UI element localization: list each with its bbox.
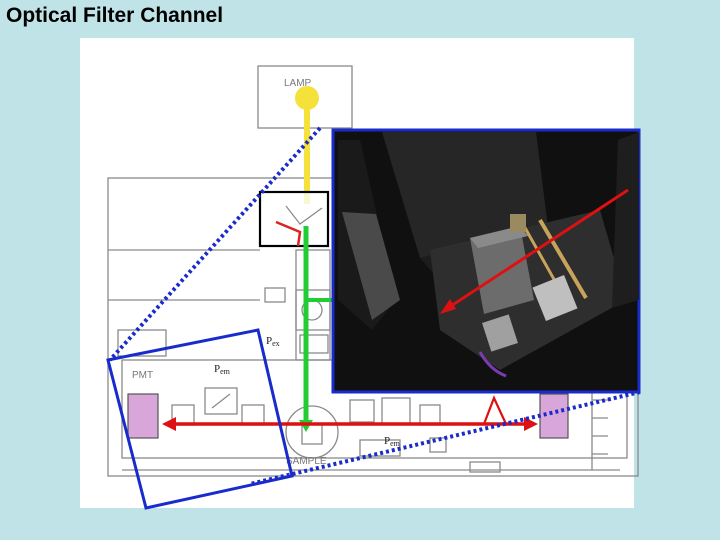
pmt-detector-left [127,393,159,439]
sample-chamber [285,405,339,459]
p-ex-label: Pex [266,335,280,348]
excitation-arrowhead [299,420,313,432]
sample-label: SAMPLE [286,456,327,467]
connector-bottom-right [249,390,641,486]
pmt-label: PMT [132,370,153,381]
filter-compartment-photo [331,128,641,394]
p-em-label-left: Pem [214,363,231,376]
emission-arrowhead-right [524,417,538,431]
connector-top-left [108,126,322,362]
pmt-highlight-frame [106,328,294,510]
emission-arrowhead-left [162,417,176,431]
p-em-label-right: Pem [384,435,401,448]
slide-title: Optical Filter Channel [6,4,224,27]
schematic-outline [107,65,639,477]
lamp-bulb-icon [295,86,319,110]
excitation-filter-box [258,190,330,248]
lamp-label: LAMP [284,78,312,89]
